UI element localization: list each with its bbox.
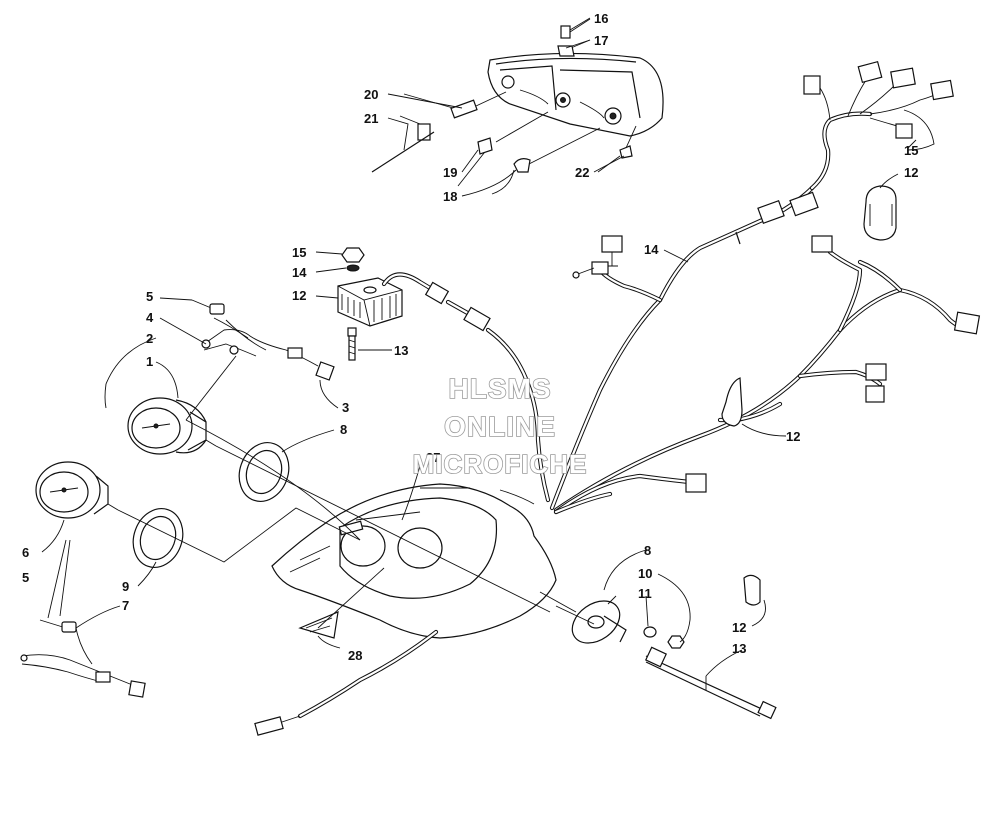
callout-14: 14 (644, 242, 659, 257)
callout-22: 18 (443, 189, 457, 204)
callout-6: 6 (22, 545, 29, 560)
callout-25: 21 (364, 111, 378, 126)
harness-connectors-top-right (803, 60, 954, 151)
warning-decal (298, 611, 339, 639)
sensor-washer-and-nut (643, 626, 685, 649)
gauge-tachometer (127, 397, 217, 455)
callout-15: 15 (904, 143, 918, 158)
callout-10: 10 (638, 566, 652, 581)
console-wire (254, 629, 439, 736)
leader-lines (41, 17, 917, 677)
speed-sensor (571, 595, 627, 644)
callout-7: 7 (122, 598, 129, 613)
callout-16: 12 (292, 288, 306, 303)
callout-19: 15 (292, 245, 306, 260)
regulator-bolt (347, 327, 357, 361)
watermark-line-2: ONLINE (444, 411, 556, 442)
instrument-console (271, 483, 557, 639)
callout-13: 13 (732, 641, 746, 656)
gauge-bezel-ring (132, 442, 290, 568)
speedometer-cable (644, 646, 777, 720)
speedometer-harness (20, 619, 146, 698)
callout-12-middle: 12 (786, 429, 800, 444)
callout-8-top: 8 (340, 422, 347, 437)
callout-23: 19 (443, 165, 457, 180)
callout-5-top: 5 (146, 289, 153, 304)
callout-11: 11 (638, 586, 652, 601)
callout-24: 20 (364, 87, 378, 102)
cable-tie-clamp (721, 185, 897, 606)
regulator-nut (341, 247, 365, 272)
callout-8-bottom: 9 (122, 579, 129, 594)
gauge-bulb-and-harness (191, 299, 335, 381)
callout-21: 17 (594, 33, 608, 48)
watermark-line-3: MICROFICHE (413, 449, 588, 479)
callout-26: 22 (575, 165, 589, 180)
main-wiring-harness (549, 111, 873, 511)
headlight-housing (487, 52, 664, 137)
callout-2: 2 (146, 331, 153, 346)
watermark: HLSMS ONLINE MICROFICHE (412, 372, 588, 480)
callout-27: 27 (426, 450, 440, 465)
callout-1: 1 (146, 354, 153, 369)
callout-18: 14 (292, 265, 307, 280)
gauge-speedometer (35, 461, 119, 519)
voltage-regulator (337, 277, 403, 327)
callout-20: 16 (594, 11, 608, 26)
watermark-line-1: HLSMS (449, 373, 552, 404)
callout-28: 28 (348, 648, 362, 663)
callout-labels: 16 17 20 21 19 18 22 15 14 12 13 5 4 2 1… (22, 11, 918, 663)
secondary-wiring-harness (553, 235, 981, 515)
callout-17: 13 (394, 343, 408, 358)
callout-9: 8 (644, 543, 651, 558)
callout-12-top: 12 (904, 165, 918, 180)
callout-4: 4 (146, 310, 154, 325)
callout-5-bottom: 5 (22, 570, 29, 585)
regulator-wire (381, 272, 551, 503)
callout-3: 3 (342, 400, 349, 415)
headlight-clip (557, 18, 591, 57)
callout-12-bottom: 12 (732, 620, 746, 635)
